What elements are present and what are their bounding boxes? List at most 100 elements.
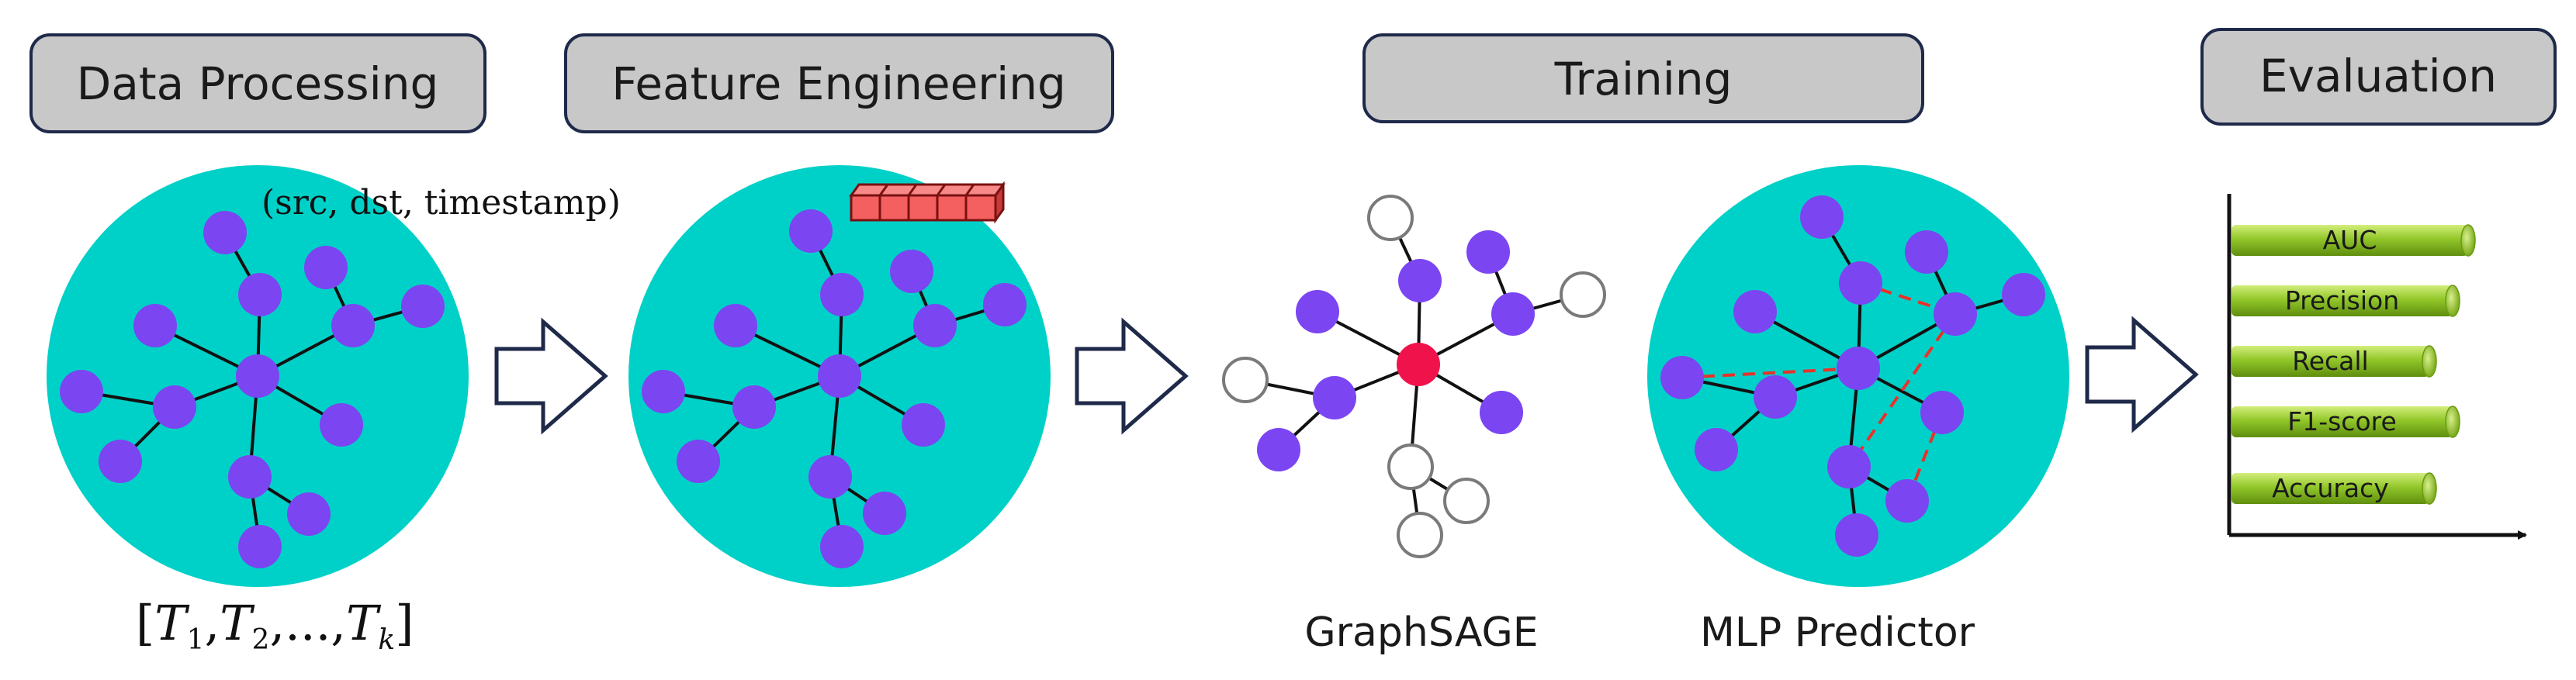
graph-node — [1839, 261, 1882, 305]
stage-label-evaluation: Evaluation — [2259, 50, 2497, 102]
graph-node — [808, 455, 852, 499]
stage-header-training: Training — [1362, 33, 1924, 123]
neighbor-nodes — [1257, 230, 1535, 471]
sampled-node — [1560, 271, 1606, 318]
sampled-node — [1397, 512, 1443, 558]
raw-graph: (src, dst, timestamp) — [47, 165, 621, 587]
prediction-graph — [1647, 165, 2069, 587]
stage-label-training: Training — [1554, 53, 1733, 105]
graph-node — [913, 304, 957, 347]
metric-bar-body — [2231, 285, 2453, 316]
graph-node — [203, 211, 247, 254]
metric-label-precision: Precision — [2285, 285, 2399, 316]
graph-node — [818, 354, 861, 398]
metric-bar-f1-score: F1-score — [2231, 406, 2460, 438]
stage-label-feature-engineering: Feature Engineering — [611, 57, 1066, 110]
sampled-node — [1367, 195, 1414, 241]
metric-bar-precision: Precision — [2231, 285, 2460, 317]
metric-bar-cap — [2422, 472, 2437, 505]
time-slices-label: [T1,T2,...,Tk] — [136, 595, 414, 656]
graph-node — [1934, 292, 1977, 336]
graph-node — [236, 354, 279, 398]
graph-node — [732, 385, 776, 429]
stage-header-evaluation: Evaluation — [2200, 28, 2557, 126]
metric-bar-body — [2231, 473, 2429, 504]
graph-node — [1733, 290, 1777, 333]
metric-label-f1-score: F1-score — [2287, 406, 2397, 437]
sampled-node — [1222, 357, 1269, 403]
graph-nodes — [642, 209, 1027, 568]
metric-bar-body — [2231, 406, 2453, 437]
metric-bar-auc: AUC — [2231, 224, 2476, 257]
metric-bar-cap — [2460, 224, 2476, 257]
stage-label-data-processing: Data Processing — [77, 57, 439, 110]
graph-node — [1885, 479, 1929, 523]
graph-node — [304, 246, 348, 289]
neighbor-node — [1296, 290, 1339, 333]
flow-arrow-icon — [1075, 317, 1189, 435]
stage-header-feature-engineering: Feature Engineering — [564, 33, 1114, 133]
graph-node — [153, 385, 196, 429]
neighbor-node — [1491, 292, 1535, 336]
graph-node — [1827, 445, 1871, 488]
flow-arrow-icon — [2085, 316, 2199, 433]
metric-bar-body — [2231, 346, 2429, 377]
neighbor-node — [1466, 230, 1510, 274]
metric-label-recall: Recall — [2292, 346, 2368, 376]
graph-node — [677, 440, 720, 483]
neighbor-node — [1480, 391, 1523, 434]
graph-node — [1920, 391, 1964, 434]
sampled-neighbors — [1222, 195, 1606, 558]
graph-node — [1905, 230, 1948, 274]
graphsage-aggregation — [1222, 195, 1606, 558]
graph-node — [890, 250, 933, 293]
graph-nodes — [60, 211, 445, 568]
neighbor-node — [1398, 259, 1442, 302]
graph-node — [820, 273, 864, 316]
graph-node — [99, 440, 142, 483]
graph-node — [1835, 513, 1878, 557]
graph-node — [642, 370, 685, 413]
graph-node — [1800, 195, 1844, 239]
graph-node — [1754, 375, 1797, 419]
graph-node — [133, 304, 177, 347]
graph-node — [228, 455, 272, 499]
metric-bar-recall: Recall — [2231, 345, 2437, 378]
graph-node — [714, 304, 757, 347]
graph-node — [1695, 428, 1738, 471]
graph-node — [60, 370, 103, 413]
neighbor-node — [1257, 428, 1300, 471]
metric-label-accuracy: Accuracy — [2272, 473, 2389, 503]
metric-bar-body — [2231, 225, 2468, 256]
metric-bar-cap — [2445, 285, 2460, 317]
sampled-node — [1443, 478, 1490, 524]
metric-bar-cap — [2422, 345, 2437, 378]
graph-node — [820, 525, 864, 568]
metric-bar-accuracy: Accuracy — [2231, 472, 2437, 505]
graph-node — [287, 492, 331, 536]
graph-node — [902, 403, 945, 447]
stage-header-data-processing: Data Processing — [29, 33, 486, 133]
neighbor-node — [1313, 376, 1356, 419]
graph-node — [320, 403, 363, 447]
edge-tuple-label: (src, dst, timestamp) — [261, 183, 621, 223]
graph-node — [1837, 347, 1880, 390]
graph-node — [401, 285, 445, 328]
caption-graphsage: GraphSAGE — [1304, 609, 1538, 656]
graph-node — [238, 273, 282, 316]
graph-nodes — [1660, 195, 2045, 557]
graph-node — [1660, 356, 1704, 399]
graph-node — [238, 525, 282, 568]
metric-label-auc: AUC — [2323, 225, 2377, 255]
metric-bar-cap — [2445, 406, 2460, 438]
sampled-node — [1387, 444, 1434, 490]
graph-node — [2002, 273, 2045, 316]
graph-node — [863, 492, 906, 535]
feature-vector-icon — [849, 181, 1006, 224]
feature-graph — [628, 165, 1051, 587]
graph-node — [983, 283, 1027, 326]
graph-node — [331, 304, 375, 347]
